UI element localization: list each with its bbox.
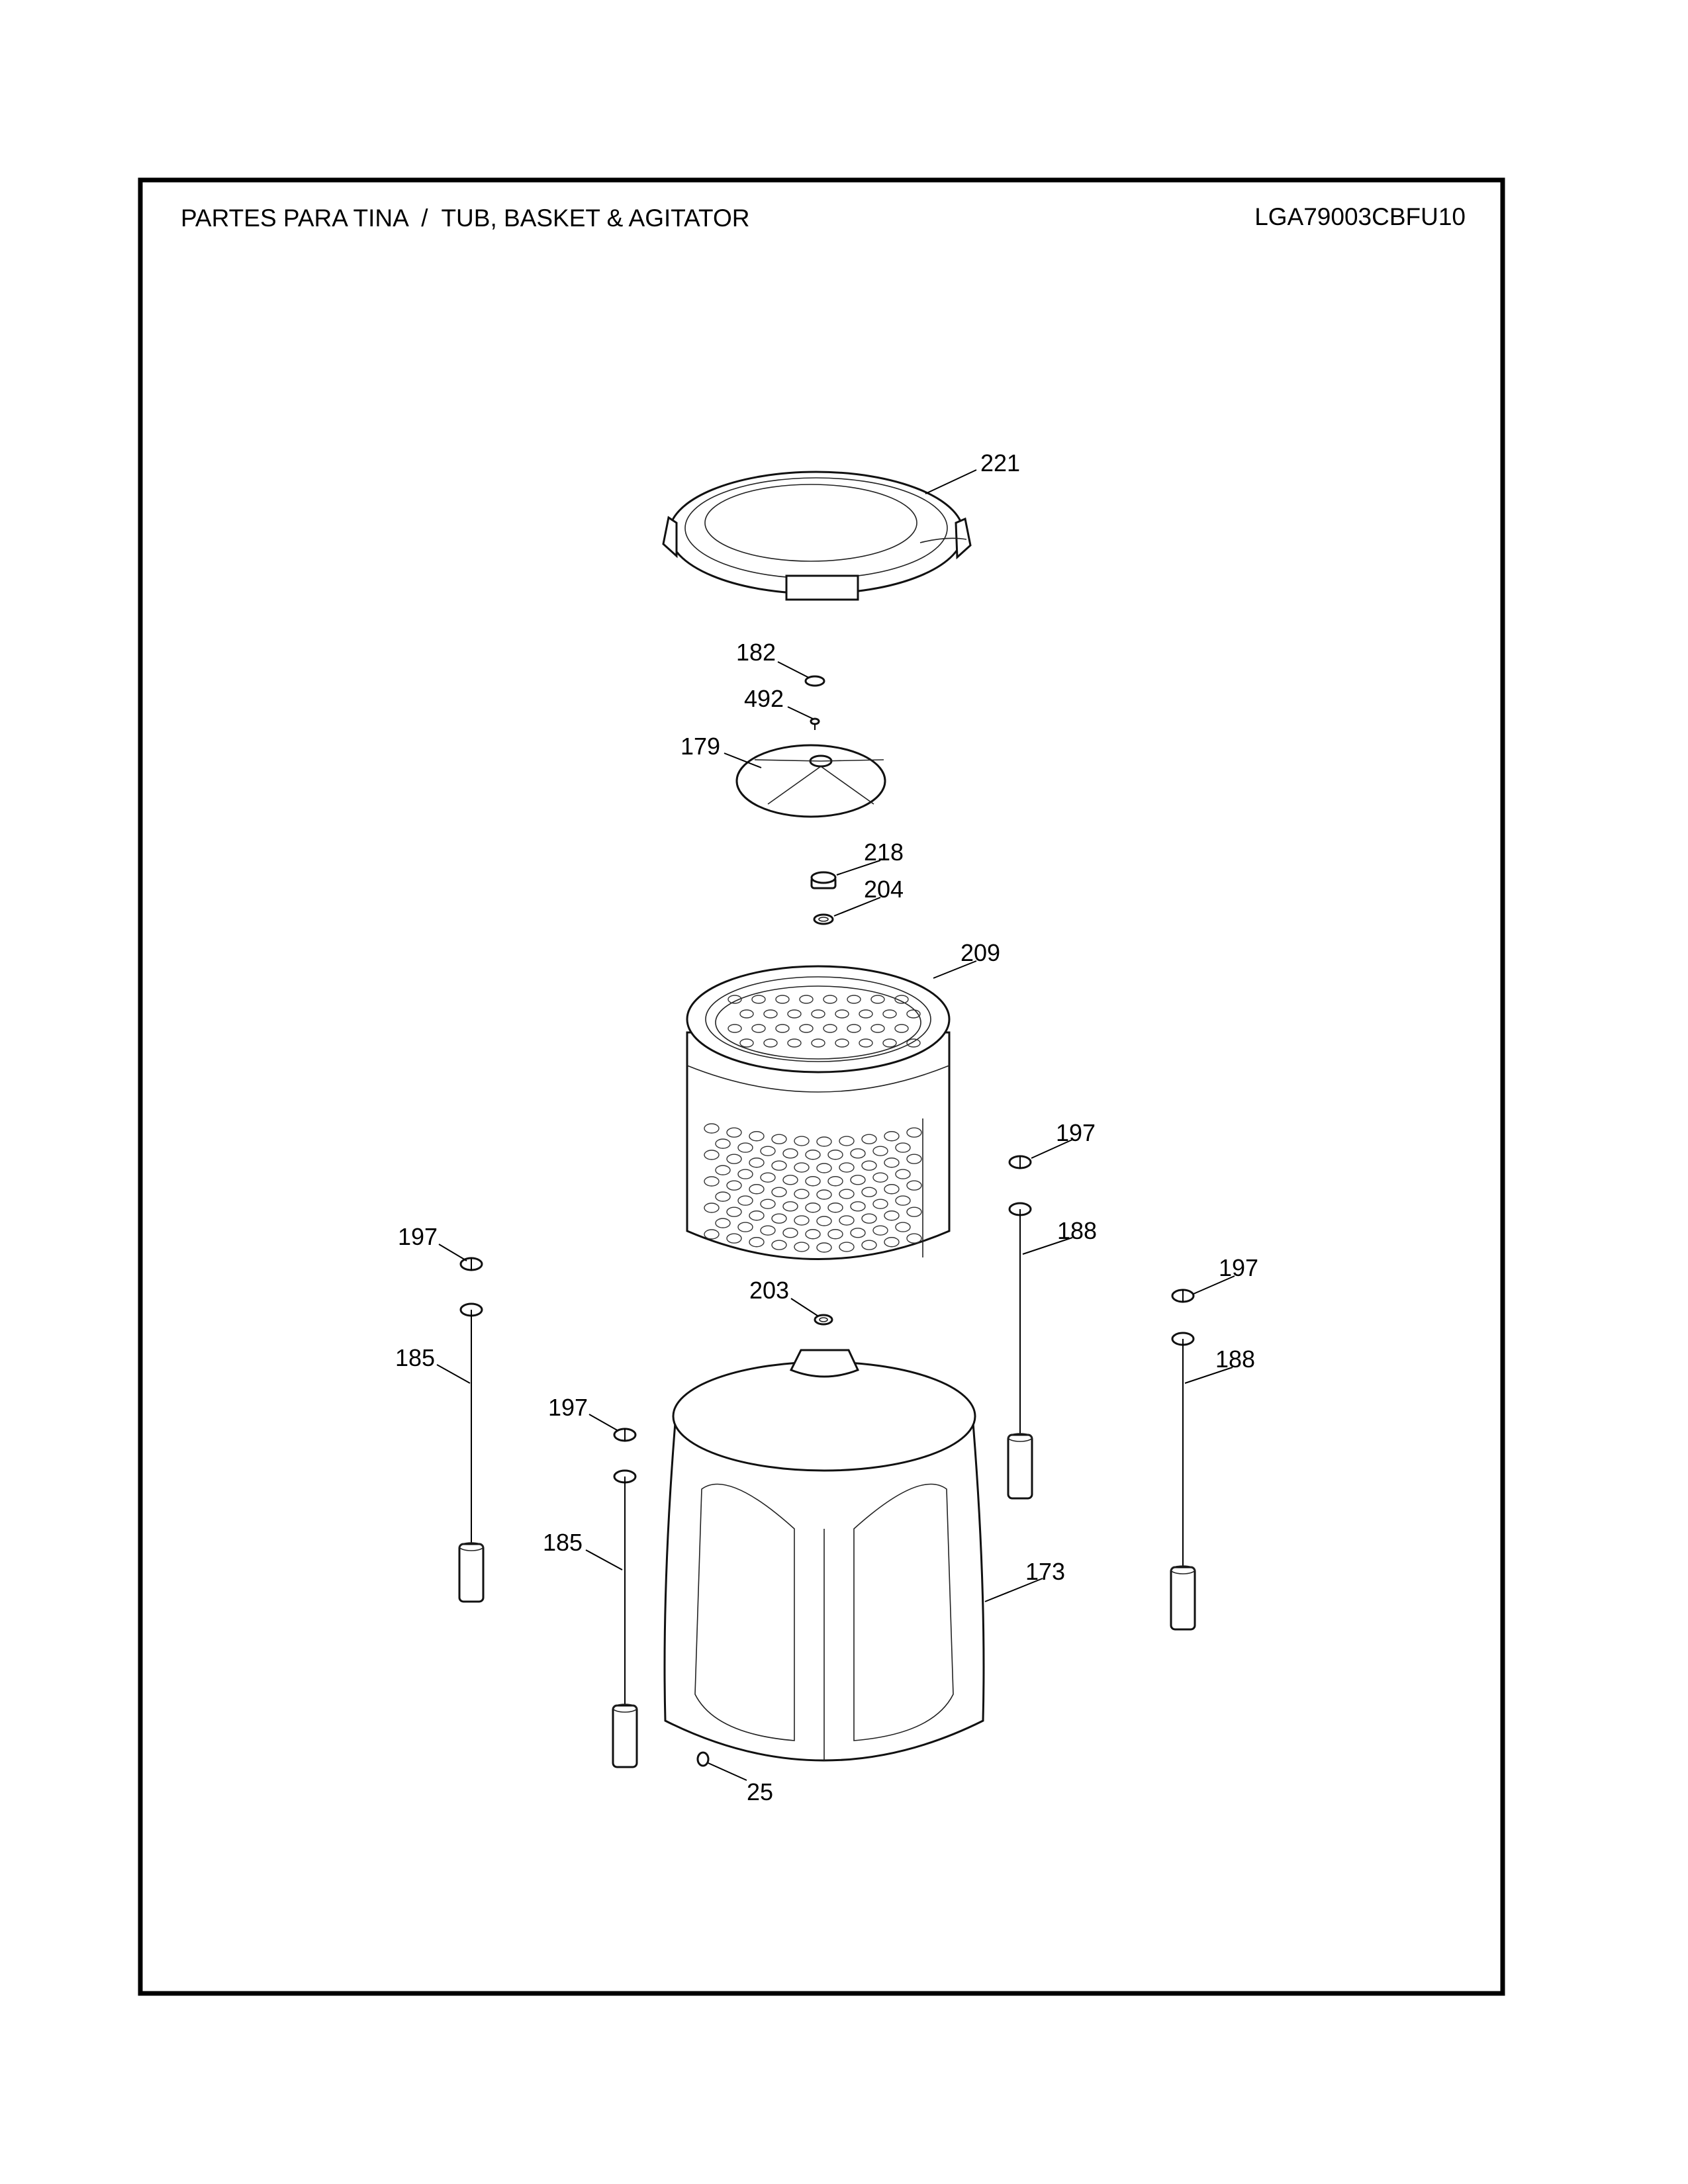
- callout-182: 182: [736, 639, 776, 666]
- callout-197: 197: [1056, 1119, 1096, 1146]
- part-173-tub[interactable]: [663, 1349, 985, 1762]
- suspension-rod-assembly[interactable]: [612, 1428, 638, 1768]
- callout-492: 492: [744, 685, 784, 712]
- part-179-pulsator[interactable]: [735, 744, 886, 818]
- callout-204: 204: [864, 876, 904, 903]
- callout-173: 173: [1025, 1558, 1065, 1585]
- part-492-screw[interactable]: [810, 717, 820, 730]
- part-203-washer[interactable]: [814, 1314, 833, 1326]
- callout-185: 185: [543, 1529, 583, 1556]
- callout-197: 197: [548, 1394, 588, 1421]
- callout-197: 197: [398, 1223, 438, 1250]
- callout-188: 188: [1215, 1345, 1255, 1373]
- suspension-rod-assembly[interactable]: [1170, 1289, 1196, 1631]
- diagram-title: PARTES PARA TINA / TUB, BASKET & AGITATO…: [181, 205, 750, 232]
- part-25-fitting[interactable]: [696, 1751, 710, 1767]
- suspension-rod-assembly[interactable]: [458, 1257, 485, 1603]
- page-border: [138, 177, 1505, 1996]
- model-number: LGA79003CBFU10: [1254, 203, 1466, 230]
- part-204-washer[interactable]: [813, 913, 834, 925]
- part-221-tub-cover[interactable]: [662, 471, 972, 601]
- part-209-basket[interactable]: [686, 965, 951, 1260]
- callout-197: 197: [1219, 1254, 1258, 1281]
- callout-221: 221: [980, 449, 1020, 477]
- part-218-nut[interactable]: [810, 871, 837, 889]
- callout-218: 218: [864, 839, 904, 866]
- part-182-cap[interactable]: [804, 675, 825, 687]
- callout-188: 188: [1057, 1217, 1097, 1244]
- callout-203: 203: [749, 1277, 789, 1304]
- leader-lines: [436, 469, 1235, 1781]
- suspension-rod-assembly[interactable]: [1007, 1155, 1033, 1500]
- callout-25: 25: [747, 1778, 773, 1805]
- callout-209: 209: [961, 939, 1000, 966]
- callout-179: 179: [680, 733, 720, 760]
- callout-185: 185: [395, 1344, 435, 1371]
